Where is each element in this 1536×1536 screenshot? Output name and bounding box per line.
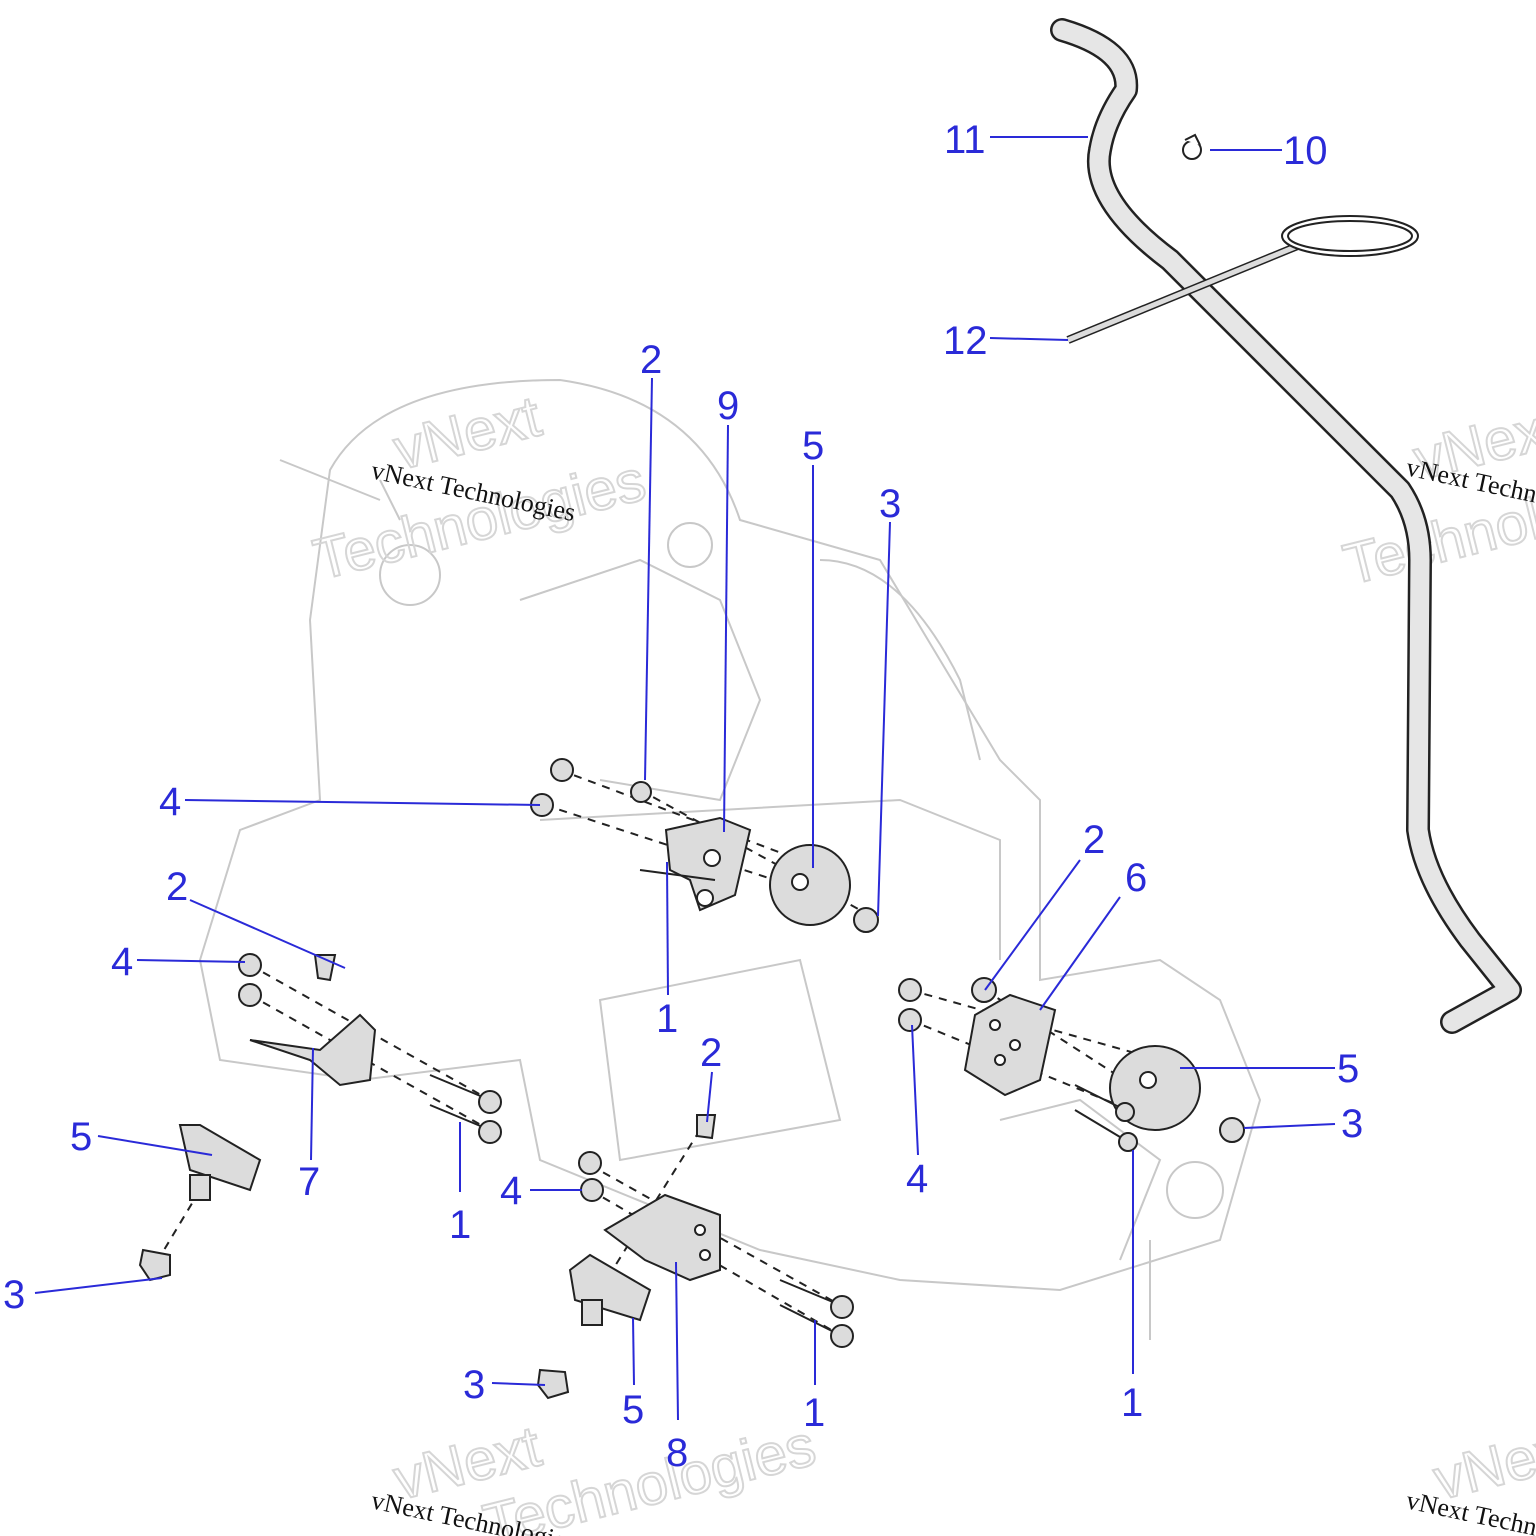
callout-3: 3 — [879, 482, 901, 526]
callout-11: 11 — [944, 118, 986, 162]
mount-assembly-bottom — [536, 1114, 854, 1400]
callout-2: 2 — [1083, 818, 1105, 862]
callout-labels: 11 10 12 2 9 5 3 4 2 4 1 2 6 5 3 4 2 4 5… — [3, 118, 1363, 1475]
callout-2: 2 — [640, 338, 662, 382]
callout-1: 1 — [449, 1203, 471, 1247]
callout-4: 4 — [159, 780, 181, 824]
watermark-large: Technologies — [307, 448, 651, 593]
callout-1: 1 — [803, 1391, 825, 1435]
callout-5: 5 — [802, 424, 824, 468]
callout-4: 4 — [500, 1169, 522, 1213]
callout-5: 5 — [70, 1115, 92, 1159]
mount-assembly-center — [530, 758, 879, 933]
callout-4: 4 — [906, 1157, 928, 1201]
callout-3: 3 — [463, 1363, 485, 1407]
leader-lines — [34, 136, 1336, 1421]
mount-assembly-right — [898, 977, 1245, 1152]
callout-2: 2 — [700, 1031, 722, 1075]
callout-1: 1 — [656, 997, 678, 1041]
callout-12: 12 — [943, 319, 988, 363]
vent-tube-part-11 — [1050, 18, 1522, 1034]
hose-clamp-part-10 — [1182, 133, 1202, 160]
callout-3: 3 — [3, 1273, 25, 1317]
cable-tie-part-12 — [1066, 215, 1419, 344]
callout-6: 6 — [1125, 856, 1147, 900]
callout-9: 9 — [717, 384, 739, 428]
callout-10: 10 — [1283, 129, 1328, 173]
callout-5: 5 — [622, 1388, 644, 1432]
callout-4: 4 — [111, 940, 133, 984]
callout-7: 7 — [298, 1160, 320, 1204]
callout-3: 3 — [1341, 1102, 1363, 1146]
callout-2: 2 — [166, 865, 188, 909]
engine-transmission-ghost — [198, 378, 1262, 1340]
callout-1: 1 — [1121, 1381, 1143, 1425]
callout-8: 8 — [666, 1431, 688, 1475]
mount-assembly-left — [138, 953, 502, 1282]
callout-5: 5 — [1337, 1047, 1359, 1091]
